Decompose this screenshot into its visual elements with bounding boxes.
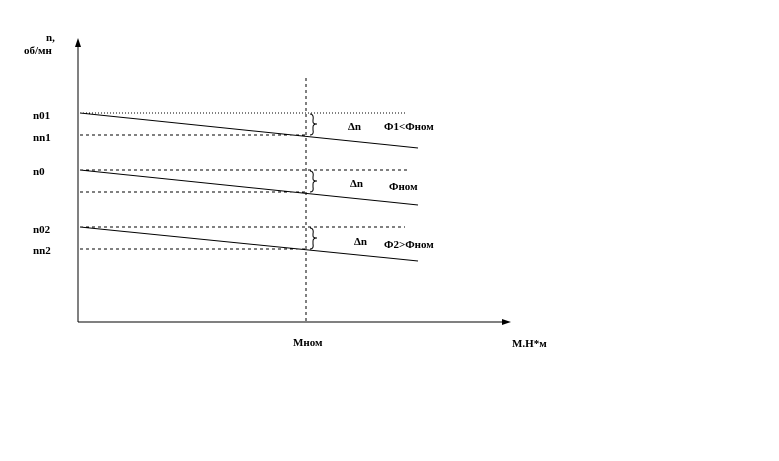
delta-n-brace-2 <box>309 170 318 193</box>
m-nom-label: Мном <box>293 337 323 349</box>
curve-2-line <box>79 169 419 206</box>
x-axis-arrow <box>502 319 511 325</box>
curve-1-flux-label: Ф1<Фном <box>384 121 434 133</box>
n0-label: n0 <box>33 166 45 178</box>
curve-3-flux-label: Ф2>Фном <box>384 239 434 251</box>
curve-1-delta-label: Δn <box>348 121 361 133</box>
curve-2-delta-label: Δn <box>350 178 363 190</box>
delta-n-brace-3 <box>309 227 318 250</box>
x-axis-label: М.Н*м <box>512 338 547 350</box>
curve-1-line <box>79 112 419 149</box>
curve-2-flux-label: Фном <box>389 181 418 193</box>
curve-3-line <box>79 226 419 262</box>
nn1-label: nn1 <box>33 132 51 144</box>
y-axis-arrow <box>75 38 81 47</box>
nn2-label: nn2 <box>33 245 51 257</box>
n02-label: n02 <box>33 224 51 236</box>
curve-3-delta-label: Δn <box>354 236 367 248</box>
y-axis-label-line2: об/мн <box>24 45 53 57</box>
delta-n-brace-1 <box>309 113 318 136</box>
n01-label: n01 <box>33 110 50 122</box>
y-axis-label-line1: n, <box>46 32 55 44</box>
